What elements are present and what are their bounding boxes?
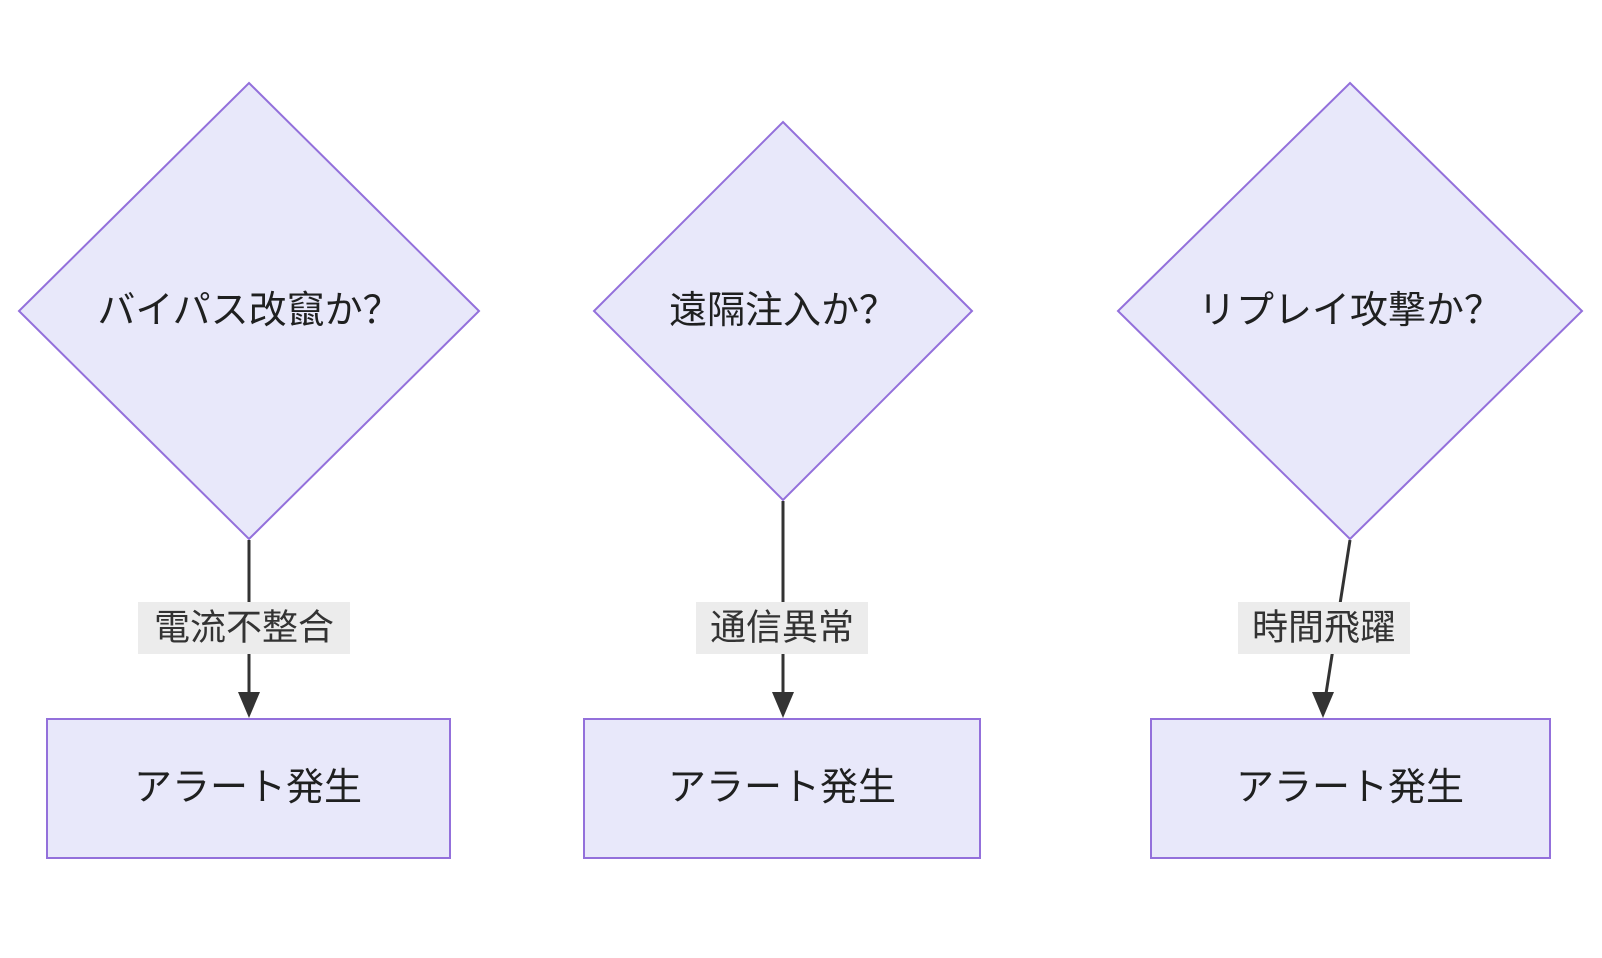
- result-node-2[interactable]: [583, 718, 981, 859]
- edge-label-2: 通信異常: [710, 607, 854, 648]
- result-node-1-label: アラート発生: [134, 767, 362, 809]
- decision-node-1[interactable]: [17, 81, 481, 541]
- branch-group-3: リプレイ攻撃か？ 時間飛躍 アラート発生: [1116, 81, 1584, 859]
- result-node-2-label: アラート発生: [668, 767, 896, 809]
- edge-arrowhead-2: [772, 692, 794, 718]
- result-node-3-label: アラート発生: [1236, 767, 1464, 809]
- decision-node-2-label: 遠隔注入か？: [669, 290, 897, 332]
- branch-group-1: バイパス改竄か？ 電流不整合 アラート発生: [17, 81, 481, 859]
- edge-label-background-2: [696, 602, 868, 654]
- edge-label-3: 時間飛躍: [1252, 607, 1396, 648]
- edge-label-background-3: [1238, 602, 1410, 654]
- edge-arrowhead-3: [1312, 692, 1334, 718]
- decision-node-1-label: バイパス改竄か？: [97, 290, 400, 332]
- result-node-1[interactable]: [46, 718, 451, 859]
- result-node-3[interactable]: [1150, 718, 1551, 859]
- edge-label-background-1: [138, 602, 350, 654]
- decision-node-2[interactable]: [592, 120, 974, 502]
- branch-group-2: 遠隔注入か？ 通信異常 アラート発生: [583, 120, 981, 859]
- decision-node-3-label: リプレイ攻撃か？: [1198, 290, 1502, 332]
- edge-arrowhead-1: [238, 692, 260, 718]
- decision-node-3[interactable]: [1116, 81, 1584, 541]
- edge-label-1: 電流不整合: [154, 607, 334, 648]
